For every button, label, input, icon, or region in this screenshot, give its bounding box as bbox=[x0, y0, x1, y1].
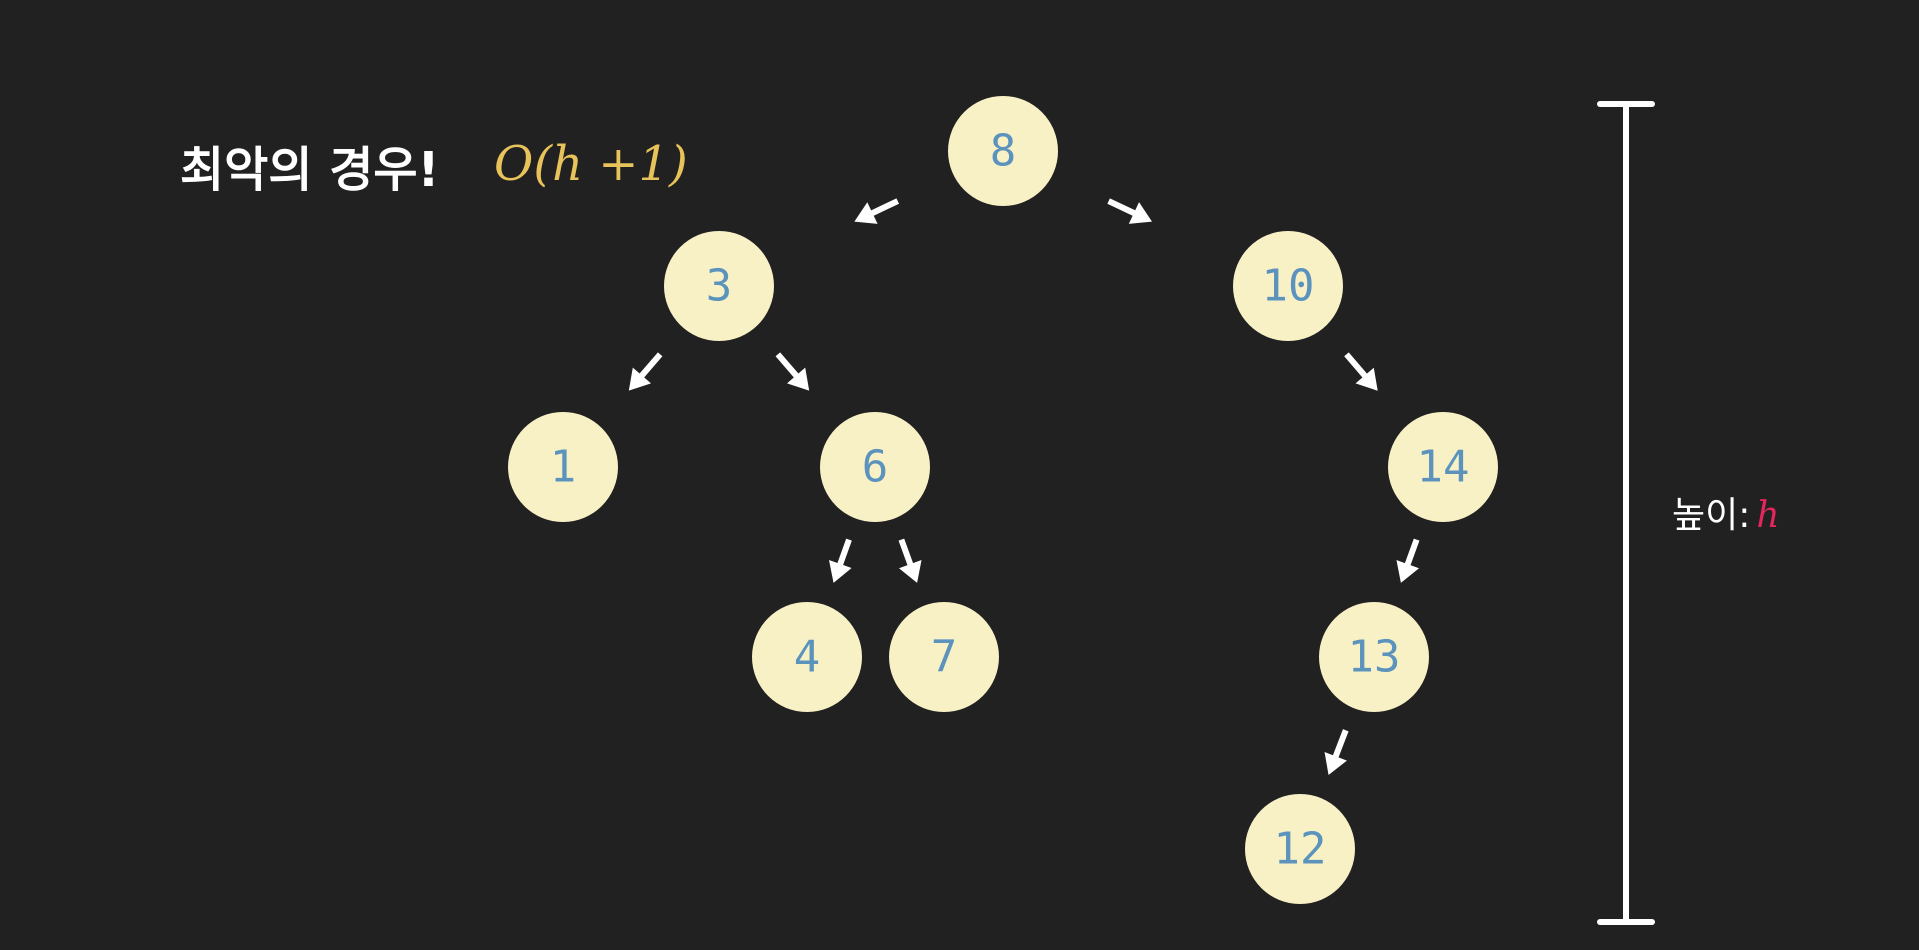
edge-arrow-14-13 bbox=[1396, 538, 1420, 583]
edge-arrow-6-4 bbox=[828, 538, 852, 583]
edge-arrow-3-6 bbox=[775, 352, 810, 391]
tree-node-14: 14 bbox=[1388, 412, 1498, 522]
tree-node-4: 4 bbox=[752, 602, 862, 712]
tree-node-label: 13 bbox=[1348, 632, 1401, 683]
tree-node-label: 3 bbox=[706, 261, 733, 312]
edge-arrow-3-1 bbox=[628, 352, 663, 391]
title-text: 최악의 경우! bbox=[180, 142, 440, 198]
tree-node-label: 8 bbox=[990, 126, 1017, 177]
tree-node-circle bbox=[508, 412, 618, 522]
tree-node-circle bbox=[948, 96, 1058, 206]
tree-node-label: 10 bbox=[1262, 261, 1315, 312]
edge-arrow-8-10 bbox=[1107, 198, 1153, 224]
tree-node-7: 7 bbox=[889, 602, 999, 712]
edge-arrow-13-12 bbox=[1324, 729, 1349, 775]
tree-edges bbox=[628, 198, 1420, 775]
tree-node-6: 6 bbox=[820, 412, 930, 522]
tree-node-label: 4 bbox=[794, 632, 821, 683]
tree-node-1: 1 bbox=[508, 412, 618, 522]
height-label-text: 높이: bbox=[1672, 495, 1751, 536]
tree-node-8: 8 bbox=[948, 96, 1058, 206]
complexity-formula: O(h +1) bbox=[494, 136, 688, 192]
height-variable: h bbox=[1756, 495, 1780, 536]
tree-node-13: 13 bbox=[1319, 602, 1429, 712]
tree-nodes: 8 3 10 1 6 14 4 7 13 12 bbox=[508, 96, 1498, 904]
height-bar bbox=[1597, 101, 1655, 925]
tree-node-circle bbox=[1319, 602, 1429, 712]
tree-node-circle bbox=[1388, 412, 1498, 522]
tree-node-circle bbox=[889, 602, 999, 712]
tree-node-10: 10 bbox=[1233, 231, 1343, 341]
tree-node-label: 1 bbox=[550, 442, 577, 493]
tree-node-12: 12 bbox=[1245, 794, 1355, 904]
tree-node-3: 3 bbox=[664, 231, 774, 341]
tree-node-circle bbox=[1233, 231, 1343, 341]
edge-arrow-8-3 bbox=[854, 198, 900, 224]
tree-node-circle bbox=[664, 231, 774, 341]
tree-node-label: 14 bbox=[1417, 442, 1470, 493]
height-label: 높이:h bbox=[1672, 486, 1780, 538]
edge-arrow-10-14 bbox=[1344, 352, 1378, 391]
tree-node-label: 7 bbox=[931, 632, 958, 683]
tree-node-circle bbox=[820, 412, 930, 522]
tree-node-circle bbox=[1245, 794, 1355, 904]
edge-arrow-6-7 bbox=[898, 538, 922, 583]
tree-node-circle bbox=[752, 602, 862, 712]
tree-node-label: 6 bbox=[862, 442, 889, 493]
tree-node-label: 12 bbox=[1274, 824, 1327, 875]
